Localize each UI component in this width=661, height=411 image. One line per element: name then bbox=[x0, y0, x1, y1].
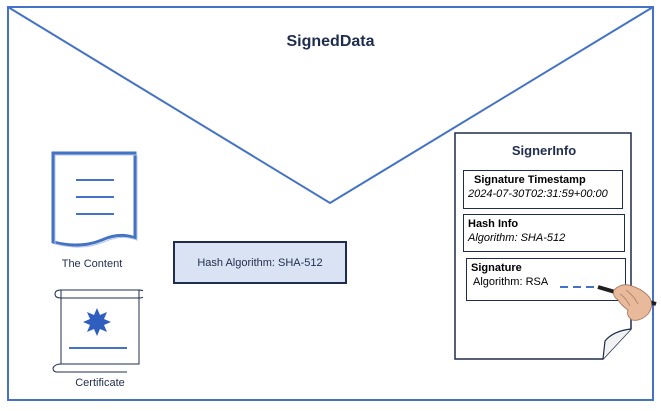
signer-info-title: SignerInfo bbox=[511, 143, 577, 158]
signature-timestamp-box: Signature Timestamp 2024-07-30T02:31:59+… bbox=[463, 170, 623, 209]
hash-info-box: Hash Info Algorithm: SHA-512 bbox=[463, 214, 625, 252]
hand-pen-icon bbox=[560, 284, 657, 321]
hash-algorithm-box: Hash Algorithm: SHA-512 bbox=[173, 241, 347, 284]
signature-timestamp-label: Signature Timestamp bbox=[474, 174, 586, 186]
signature-value: Algorithm: RSA bbox=[473, 276, 549, 288]
document-icon bbox=[51, 151, 138, 248]
certificate-icon bbox=[52, 289, 143, 373]
signature-label: Signature bbox=[471, 262, 522, 274]
hash-info-label: Hash Info bbox=[468, 218, 519, 230]
certificate-label: Certificate bbox=[75, 377, 125, 389]
signature-box: Signature Algorithm: RSA bbox=[466, 258, 626, 301]
signature-timestamp-value: 2024-07-30T02:31:59+00:00 bbox=[468, 188, 608, 200]
diagram-title: SignedData bbox=[286, 33, 375, 50]
content-label: The Content bbox=[61, 258, 123, 270]
hash-algorithm-label: Hash Algorithm: SHA-512 bbox=[197, 256, 323, 269]
hash-info-value: Algorithm: SHA-512 bbox=[468, 232, 566, 244]
